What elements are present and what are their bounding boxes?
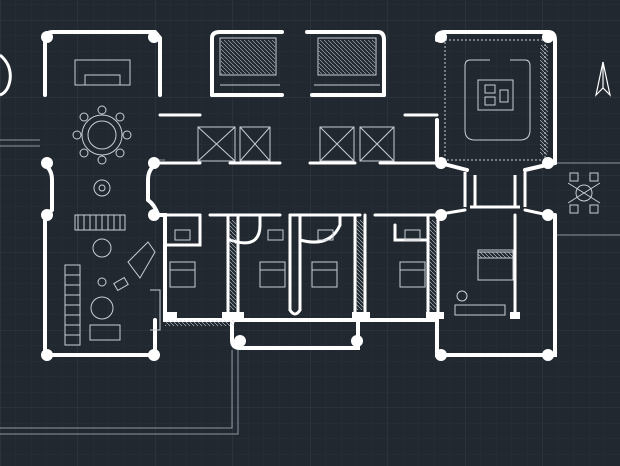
stair-treads-right [319, 40, 375, 74]
entry-gate [463, 172, 527, 209]
bed-hatch-right [478, 252, 513, 258]
hatched-strips [165, 45, 548, 326]
interior-walls [153, 113, 550, 317]
dining-area [64, 59, 161, 346]
stair-treads-left [221, 40, 275, 74]
right-lounge [444, 39, 601, 214]
site-lines [0, 139, 620, 435]
stair-right [314, 37, 380, 86]
north-arrow-icon [594, 61, 612, 97]
stair-left [219, 37, 280, 86]
structural-columns [41, 31, 554, 361]
entry-curve [0, 53, 12, 97]
elevator-shafts [197, 126, 395, 162]
